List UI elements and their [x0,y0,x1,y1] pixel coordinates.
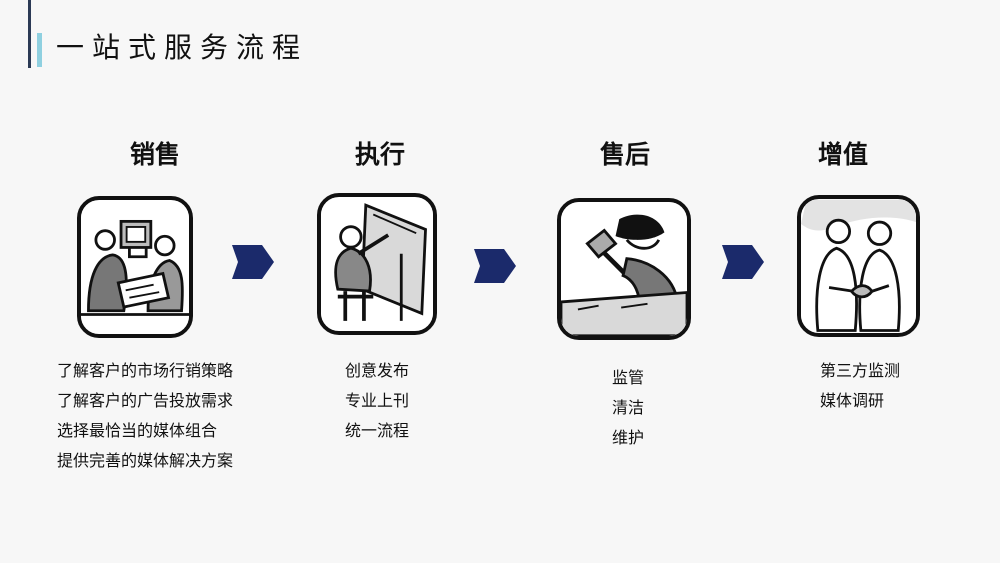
list-item: 提供完善的媒体解决方案 [57,451,234,470]
stage-after-sales-items: 监管 清洁 维护 [612,363,644,453]
arrow-right-icon [474,249,516,283]
list-item: 维护 [612,428,645,447]
arrow-right-icon [232,245,274,279]
list-item: 清洁 [612,398,645,417]
stage-sales-items: 了解客户的市场行销策略 了解客户的广告投放需求 选择最恰当的媒体组合 提供完善的… [57,356,233,476]
page-title: 一站式服务流程 [56,31,309,64]
arrow-right-icon [722,245,764,279]
handshake-icon [797,195,920,337]
stage-title-value-added: 增值 [817,140,868,169]
list-item: 统一流程 [345,421,410,440]
stage-execution-items: 创意发布 专业上刊 统一流程 [345,356,409,446]
list-item: 第三方监测 [820,361,901,380]
worker-hammer-icon [557,198,691,340]
list-item: 选择最恰当的媒体组合 [57,421,218,440]
stage-title-execution: 执行 [354,140,405,169]
stage-title-after-sales: 售后 [599,140,650,169]
list-item: 监管 [612,368,645,387]
list-item: 媒体调研 [820,391,885,410]
list-item: 专业上刊 [345,391,410,410]
stage-title-sales: 销售 [129,140,180,169]
meeting-people-icon [77,196,193,338]
designer-drafting-icon [317,193,437,335]
title-accent-bar-dark [28,0,31,68]
list-item: 创意发布 [345,361,410,380]
list-item: 了解客户的广告投放需求 [57,391,234,410]
list-item: 了解客户的市场行销策略 [57,361,234,380]
title-accent-bar-light [37,33,42,67]
stage-value-added-items: 第三方监测 媒体调研 [820,356,900,416]
